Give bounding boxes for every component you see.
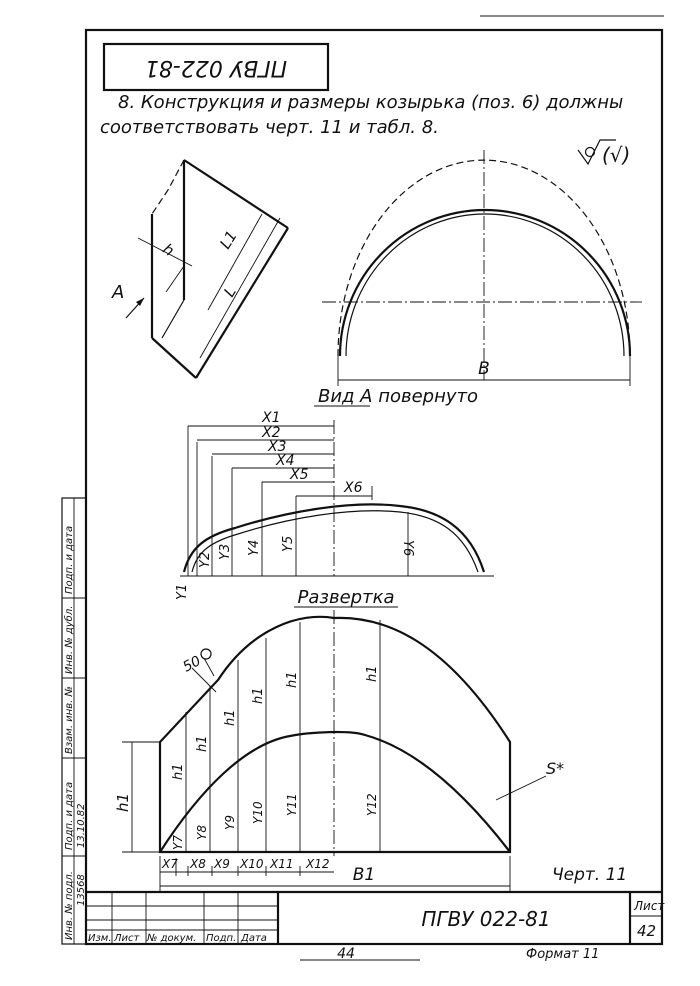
side-field-inv-podl: Инв. № подл.: [64, 871, 75, 940]
razvertka: h1 h1 h1 h1 h1 h1 h1 Y7 Y8 Y9 Y10 Y11 Y1…: [114, 610, 564, 892]
stamp-col-izm: Изм.: [88, 933, 112, 944]
side-stamp: Инв. № подл. Подп. и дата Взам. инв. № И…: [61, 497, 87, 945]
side-inv-value: 13568: [76, 874, 87, 906]
label-X4: X4: [275, 453, 295, 469]
chert-label: Черт. 11: [552, 865, 627, 885]
label-L: L: [220, 283, 240, 300]
label-Y10: Y10: [251, 801, 265, 824]
label-X1: X1: [261, 410, 281, 426]
label-B1: B1: [353, 865, 375, 885]
title-block: Изм. Лист № докум. Подп. Дата ПГВУ 022-8…: [86, 890, 665, 944]
view-a-title: Вид А повернуто: [318, 386, 478, 407]
side-field-podp-data-1: Подп. и дата: [64, 782, 75, 850]
h1-col2: h1: [195, 735, 210, 752]
label-Y4: Y4: [247, 540, 262, 556]
label-Y8: Y8: [195, 825, 209, 840]
page-number: 44: [337, 946, 355, 962]
label-L1: L1: [216, 227, 241, 252]
h1-col3: h1: [223, 709, 238, 726]
roughness-text: (√): [602, 143, 630, 167]
side-field-podp-data-2: Подп. и дата: [64, 526, 75, 594]
roughness-mark: (√): [577, 139, 630, 167]
front-view: B: [322, 150, 642, 386]
label-X10: X10: [239, 857, 264, 871]
label-Y6: Y6: [400, 540, 415, 556]
side-date-value: 13.10.82: [76, 803, 87, 848]
razvertka-title: Развертка: [298, 587, 395, 608]
stamp-sheet-number: 42: [637, 922, 656, 940]
label-Y2: Y2: [198, 552, 213, 568]
label-Y3: Y3: [218, 544, 233, 560]
label-X9: X9: [213, 857, 230, 871]
label-Y12: Y12: [365, 793, 379, 816]
label-X8: X8: [189, 857, 206, 871]
label-Y9: Y9: [223, 815, 237, 830]
label-Y11: Y11: [285, 793, 299, 816]
stamp-col-podp: Подп.: [206, 933, 236, 944]
note-line-2: соответствовать черт. 11 и табл. 8.: [100, 117, 439, 138]
stamp-col-list: Лист: [113, 933, 141, 944]
header-box: ПГВУ 022-81: [102, 42, 330, 92]
side-field-vzam-inv: Взам. инв. №: [64, 686, 75, 754]
label-X7: X7: [161, 857, 178, 871]
h1-col6: h1: [365, 665, 380, 682]
stamp-col-data: Дата: [240, 933, 267, 944]
sheet-frame: [84, 15, 664, 946]
stamp-sheet-label: Лист: [633, 899, 665, 913]
label-X2: X2: [261, 425, 281, 441]
view-a: X1 X2 X3 X4 X5 X6 Y1 Y2 Y3 Y4 Y5 Y6: [175, 410, 494, 600]
label-X12: X12: [305, 857, 330, 871]
label-B: B: [478, 359, 490, 379]
label-Y1: Y1: [175, 584, 190, 600]
h1-col4: h1: [251, 687, 266, 704]
side-field-inv-dubl: Инв. № дубл.: [63, 606, 75, 674]
label-X3: X3: [267, 439, 287, 455]
side-view: h L1 L А: [111, 159, 289, 379]
header-designation: ПГВУ 022-81: [145, 55, 287, 80]
h1-col1: h1: [171, 763, 186, 780]
stamp-col-dokum: № докум.: [146, 933, 196, 944]
h1-main: h1: [114, 793, 132, 812]
label-A: А: [111, 282, 124, 303]
label-Y7: Y7: [171, 835, 185, 850]
label-S: S*: [546, 759, 564, 778]
note-line-1: 8. Конструкция и размеры козырька (поз. …: [118, 92, 623, 113]
label-X5: X5: [289, 467, 309, 483]
format-label: Формат 11: [526, 947, 599, 962]
label-X6: X6: [343, 480, 363, 496]
stamp-designation: ПГВУ 022-81: [421, 907, 550, 931]
label-X11: X11: [269, 857, 294, 871]
label-50: 50: [180, 653, 203, 676]
label-Y5: Y5: [281, 536, 296, 552]
h1-col5: h1: [285, 671, 300, 688]
